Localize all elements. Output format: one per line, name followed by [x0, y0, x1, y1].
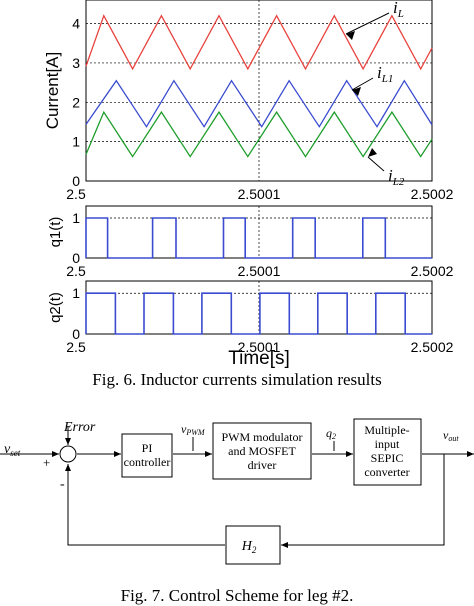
svg-text:converter: converter — [364, 465, 409, 479]
vset-label: vset — [4, 442, 21, 458]
svg-text:SEPIC: SEPIC — [371, 451, 404, 465]
annotation-label: iL — [393, 0, 404, 20]
sepic-converter-block: Multiple- input SEPIC converter — [353, 418, 422, 486]
annotation-label: iL1 — [377, 63, 393, 85]
annotation-arrowhead — [346, 31, 355, 40]
series-line-l — [85, 14, 433, 71]
annotation-arrowhead — [368, 148, 377, 157]
y-axis-label: q1(t) — [47, 217, 64, 248]
pwm-modulator-block: PWM modulator and MOSFET driver — [212, 422, 312, 480]
y-axis-label: Current[A] — [43, 52, 62, 129]
series-line-l1 — [85, 79, 433, 128]
feedback-line-left — [65, 464, 225, 546]
y-axis-label: q2(t) — [47, 292, 64, 323]
y-tick-label: 0 — [72, 173, 80, 189]
x-tick-label: 2.5002 — [411, 339, 454, 355]
error-label: Error — [63, 420, 96, 435]
y-tick-label: 1 — [72, 210, 80, 226]
x-tick-label: 2.5002 — [411, 186, 454, 202]
y-tick-label: 1 — [72, 285, 80, 301]
annotation-arrow — [367, 156, 385, 172]
minus-sign: - — [60, 477, 65, 492]
pi-controller-block: PI controller — [121, 433, 173, 478]
y-tick-label: 4 — [72, 16, 80, 32]
x-axis-label: Time[s] — [228, 348, 290, 369]
q2-signal-label: q2 — [326, 426, 336, 441]
y-tick-label: 2 — [72, 94, 80, 110]
control-scheme-diagram: vset Error vPWM q2 vout + - PI controlle… — [0, 418, 474, 565]
annotation-arrow — [345, 12, 390, 35]
series-line-l2 — [85, 110, 433, 158]
svg-text:and MOSFET: and MOSFET — [228, 444, 296, 458]
vout-label: vout — [443, 428, 459, 443]
q1-plot: 0 1 2.5 2.5001 2.5002 q1(t) — [47, 205, 454, 279]
svg-text:H2: H2 — [241, 539, 257, 555]
vpwm-label: vPWM — [181, 422, 206, 437]
svg-text:PWM modulator: PWM modulator — [222, 430, 303, 444]
x-tick-label: 2.5 — [66, 339, 86, 355]
summing-junction — [59, 445, 77, 463]
y-tick-label: 0 — [72, 250, 80, 266]
plus-sign: + — [43, 455, 50, 470]
x-tick-label: 2.5 — [66, 263, 86, 279]
svg-text:driver: driver — [248, 458, 277, 472]
q2-plot: 0 1 2.5 2.5001 2.5002 q2(t) Time[s] — [47, 280, 454, 369]
current-plot: 0 1 2 3 4 2.5 2.5001 2.5002 Current[A] iL iL1 iL2 — [43, 0, 454, 202]
h2-block: H2 — [225, 525, 281, 565]
y-tick-label: 0 — [72, 326, 80, 342]
y-tick-label: 1 — [72, 134, 80, 150]
annotation-arrow — [351, 77, 374, 91]
annotation-arrowhead — [352, 87, 361, 96]
svg-text:PI: PI — [142, 441, 153, 455]
figure-6-caption: Fig. 6. Inductor currents simulation res… — [92, 370, 382, 389]
x-tick-label: 2.5001 — [238, 263, 281, 279]
series-line-q2 — [85, 292, 432, 335]
x-tick-label: 2.5001 — [238, 186, 281, 202]
svg-text:controller: controller — [124, 455, 171, 469]
svg-text:input: input — [375, 437, 400, 451]
annotation-label: iL2 — [388, 166, 405, 188]
svg-text:Multiple-: Multiple- — [364, 423, 409, 437]
feedback-line-right — [281, 454, 445, 548]
y-tick-label: 3 — [72, 55, 80, 71]
figure-7-caption: Fig. 7. Control Scheme for leg #2. — [120, 586, 354, 605]
x-tick-label: 2.5001 — [238, 339, 281, 355]
x-tick-label: 2.5002 — [411, 263, 454, 279]
x-tick-label: 2.5 — [66, 186, 86, 202]
series-line-q1 — [85, 217, 432, 259]
